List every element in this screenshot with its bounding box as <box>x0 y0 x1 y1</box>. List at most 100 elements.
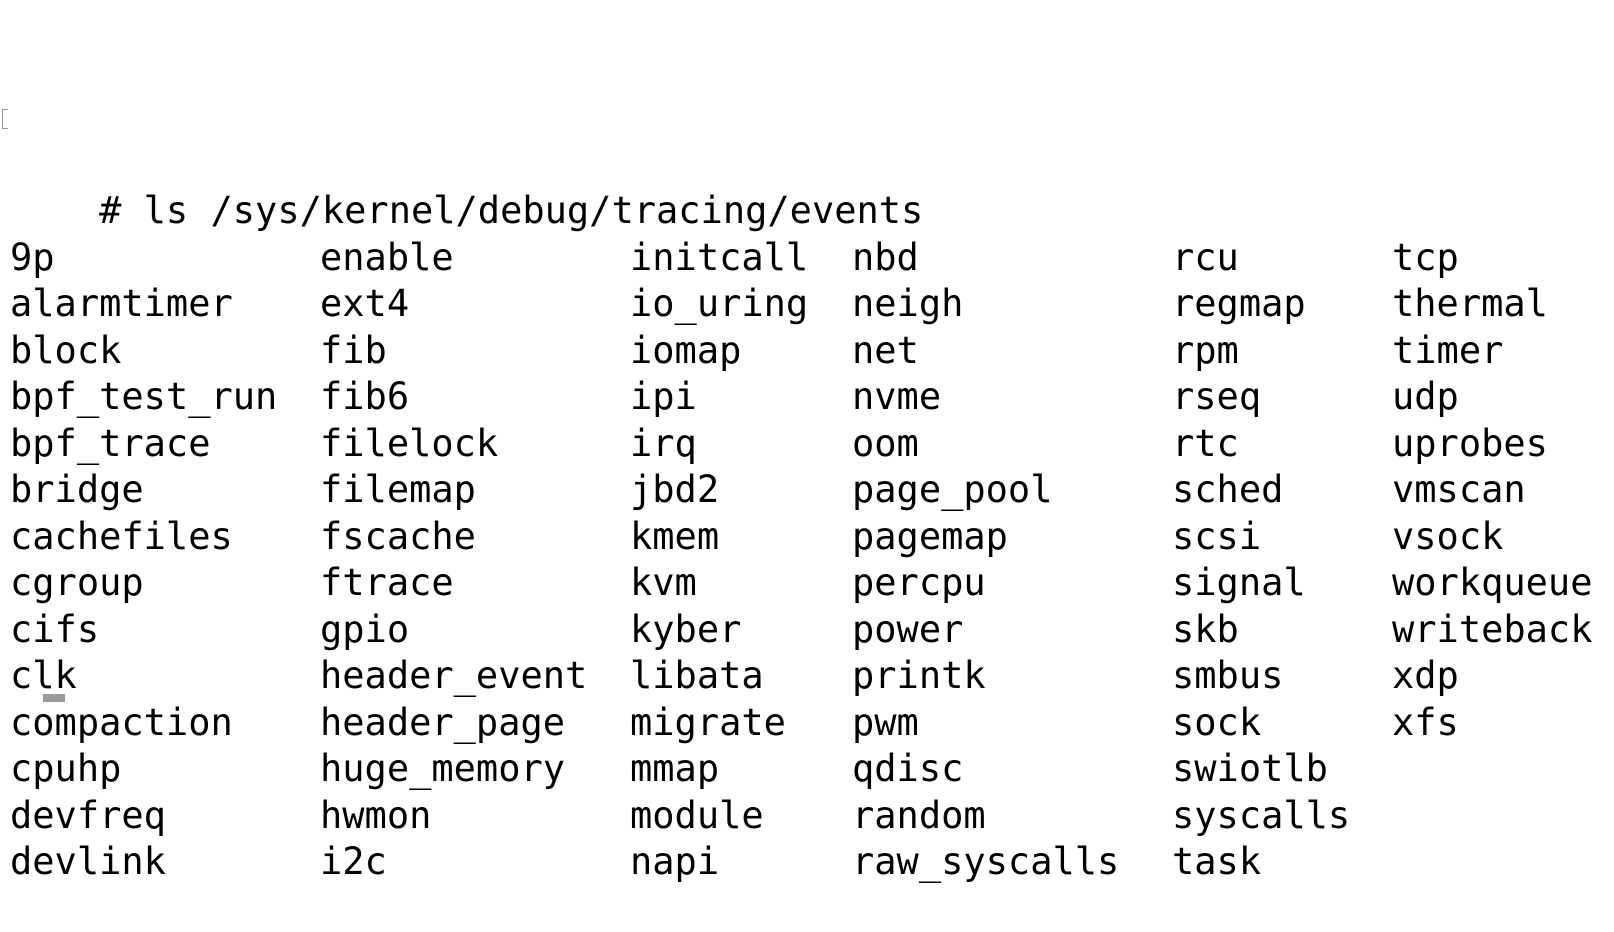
listing-entry: napi <box>630 840 720 883</box>
listing-entry: rseq <box>1172 375 1262 418</box>
listing-entry: kvm <box>630 561 697 604</box>
listing-entry: alarmtimer <box>10 282 233 325</box>
listing-entry: initcall <box>630 235 809 279</box>
listing-entry: vsock <box>1392 514 1504 558</box>
listing-entry: filemap <box>320 468 476 511</box>
listing-entry: bpf_trace <box>10 421 211 465</box>
listing-entry: bridge <box>10 468 144 511</box>
listing-entry: percpu <box>852 561 986 604</box>
listing-entry: cgroup <box>10 561 144 604</box>
listing-entry: random <box>852 793 986 837</box>
listing-entry: workqueue <box>1392 561 1593 604</box>
listing-entry: rpm <box>1172 328 1239 372</box>
listing-entry: kyber <box>630 607 742 651</box>
listing-entry: cpuhp <box>10 747 122 790</box>
listing-entry: pagemap <box>852 514 1008 558</box>
listing-entry: cachefiles <box>10 514 233 558</box>
listing-entry: pwm <box>852 700 919 744</box>
listing-entry: 9p <box>10 235 55 279</box>
listing-entry: tcp <box>1392 235 1459 279</box>
listing-entry: timer <box>1392 328 1504 372</box>
terminal-cursor <box>43 694 65 702</box>
listing-entry: fib6 <box>320 375 410 418</box>
listing-entry: xdp <box>1392 654 1459 697</box>
listing-row: bridge filemap jbd2 page_pool sched vmscan <box>10 467 1610 514</box>
listing-entry: nvme <box>852 375 942 418</box>
listing-entry: kmem <box>630 514 720 558</box>
listing-entry: xfs <box>1392 700 1459 744</box>
listing-entry: syscalls <box>1172 793 1351 837</box>
listing-row: block fib iomap net rpm timer <box>10 328 1610 375</box>
listing-row: devlink i2c napi raw_syscalls task <box>10 839 1610 886</box>
listing-entry: module <box>630 793 764 837</box>
listing-entry: header_event <box>320 654 588 697</box>
listing-entry: huge_memory <box>320 747 566 790</box>
listing-entry: devfreq <box>10 793 166 837</box>
listing-entry: writeback <box>1392 607 1593 651</box>
listing-entry: printk <box>852 654 986 697</box>
listing-row: devfreq hwmon module random syscalls <box>10 793 1610 840</box>
listing-entry: mmap <box>630 747 720 790</box>
listing-entry: filelock <box>320 421 499 465</box>
listing-entry: ext4 <box>320 282 410 325</box>
listing-row: clk header_event libata printk smbus xdp <box>10 653 1610 700</box>
listing-entry: skb <box>1172 607 1239 651</box>
listing-entry: thermal <box>1392 282 1548 325</box>
listing-entry: irq <box>630 421 697 465</box>
listing-entry: rcu <box>1172 235 1239 279</box>
listing-row: cpuhp huge_memory mmap qdisc swiotlb <box>10 746 1610 793</box>
listing-entry: uprobes <box>1392 421 1548 465</box>
listing-row: bpf_trace filelock irq oom rtc uprobes <box>10 421 1610 468</box>
listing-entry: scsi <box>1172 514 1262 558</box>
listing-entry: cifs <box>10 607 100 651</box>
listing-row: alarmtimer ext4 io_uring neigh regmap thermal <box>10 281 1610 328</box>
listing-entry: i2c <box>320 840 387 883</box>
prompt-mark-icon <box>2 109 8 129</box>
listing-row: cachefiles fscache kmem pagemap scsi vsock <box>10 514 1610 561</box>
listing-entry: rtc <box>1172 421 1239 465</box>
listing-entry: ipi <box>630 375 697 418</box>
listing-row: bpf_test_run fib6 ipi nvme rseq udp <box>10 374 1610 421</box>
listing-entry: udp <box>1392 375 1459 418</box>
listing-row: 9p enable initcall nbd rcu tcp <box>10 235 1610 282</box>
listing-entry: signal <box>1172 561 1306 604</box>
listing-row: compaction header_page migrate pwm sock xfs <box>10 700 1610 747</box>
listing-entry: jbd2 <box>630 468 720 511</box>
listing-entry: smbus <box>1172 654 1284 697</box>
listing-entry: libata <box>630 654 764 697</box>
directory-listing: 9p enable initcall nbd rcu tcp alarmtimer ext4 i… <box>10 235 1610 886</box>
listing-entry: sock <box>1172 700 1262 744</box>
command-line: # ls /sys/kernel/debug/tracing/events <box>2 95 1610 232</box>
listing-entry: clk <box>10 654 77 697</box>
listing-entry: sched <box>1172 468 1284 511</box>
listing-entry: io_uring <box>630 282 809 325</box>
listing-entry: regmap <box>1172 282 1306 325</box>
listing-entry: power <box>852 607 964 651</box>
listing-entry: migrate <box>630 700 786 744</box>
command-text: # ls /sys/kernel/debug/tracing/events <box>99 189 924 232</box>
listing-entry: page_pool <box>852 468 1053 511</box>
listing-entry: enable <box>320 235 454 279</box>
listing-entry: fscache <box>320 514 476 558</box>
listing-entry: block <box>10 328 122 372</box>
listing-entry: vmscan <box>1392 468 1526 511</box>
listing-entry: header_page <box>320 700 566 744</box>
listing-entry: compaction <box>10 700 233 744</box>
listing-entry: nbd <box>852 235 919 279</box>
listing-entry: task <box>1172 840 1262 883</box>
listing-entry: oom <box>852 421 919 465</box>
listing-entry: raw_syscalls <box>852 840 1120 883</box>
listing-entry: hwmon <box>320 793 432 837</box>
listing-entry: devlink <box>10 840 166 883</box>
listing-entry: bpf_test_run <box>10 375 278 418</box>
listing-entry: fib <box>320 328 387 372</box>
listing-entry: ftrace <box>320 561 454 604</box>
listing-entry: swiotlb <box>1172 747 1328 790</box>
listing-entry: net <box>852 328 919 372</box>
listing-entry: iomap <box>630 328 742 372</box>
listing-entry: neigh <box>852 282 964 325</box>
listing-entry: qdisc <box>852 747 964 790</box>
listing-row: cgroup ftrace kvm percpu signal workqueue <box>10 560 1610 607</box>
